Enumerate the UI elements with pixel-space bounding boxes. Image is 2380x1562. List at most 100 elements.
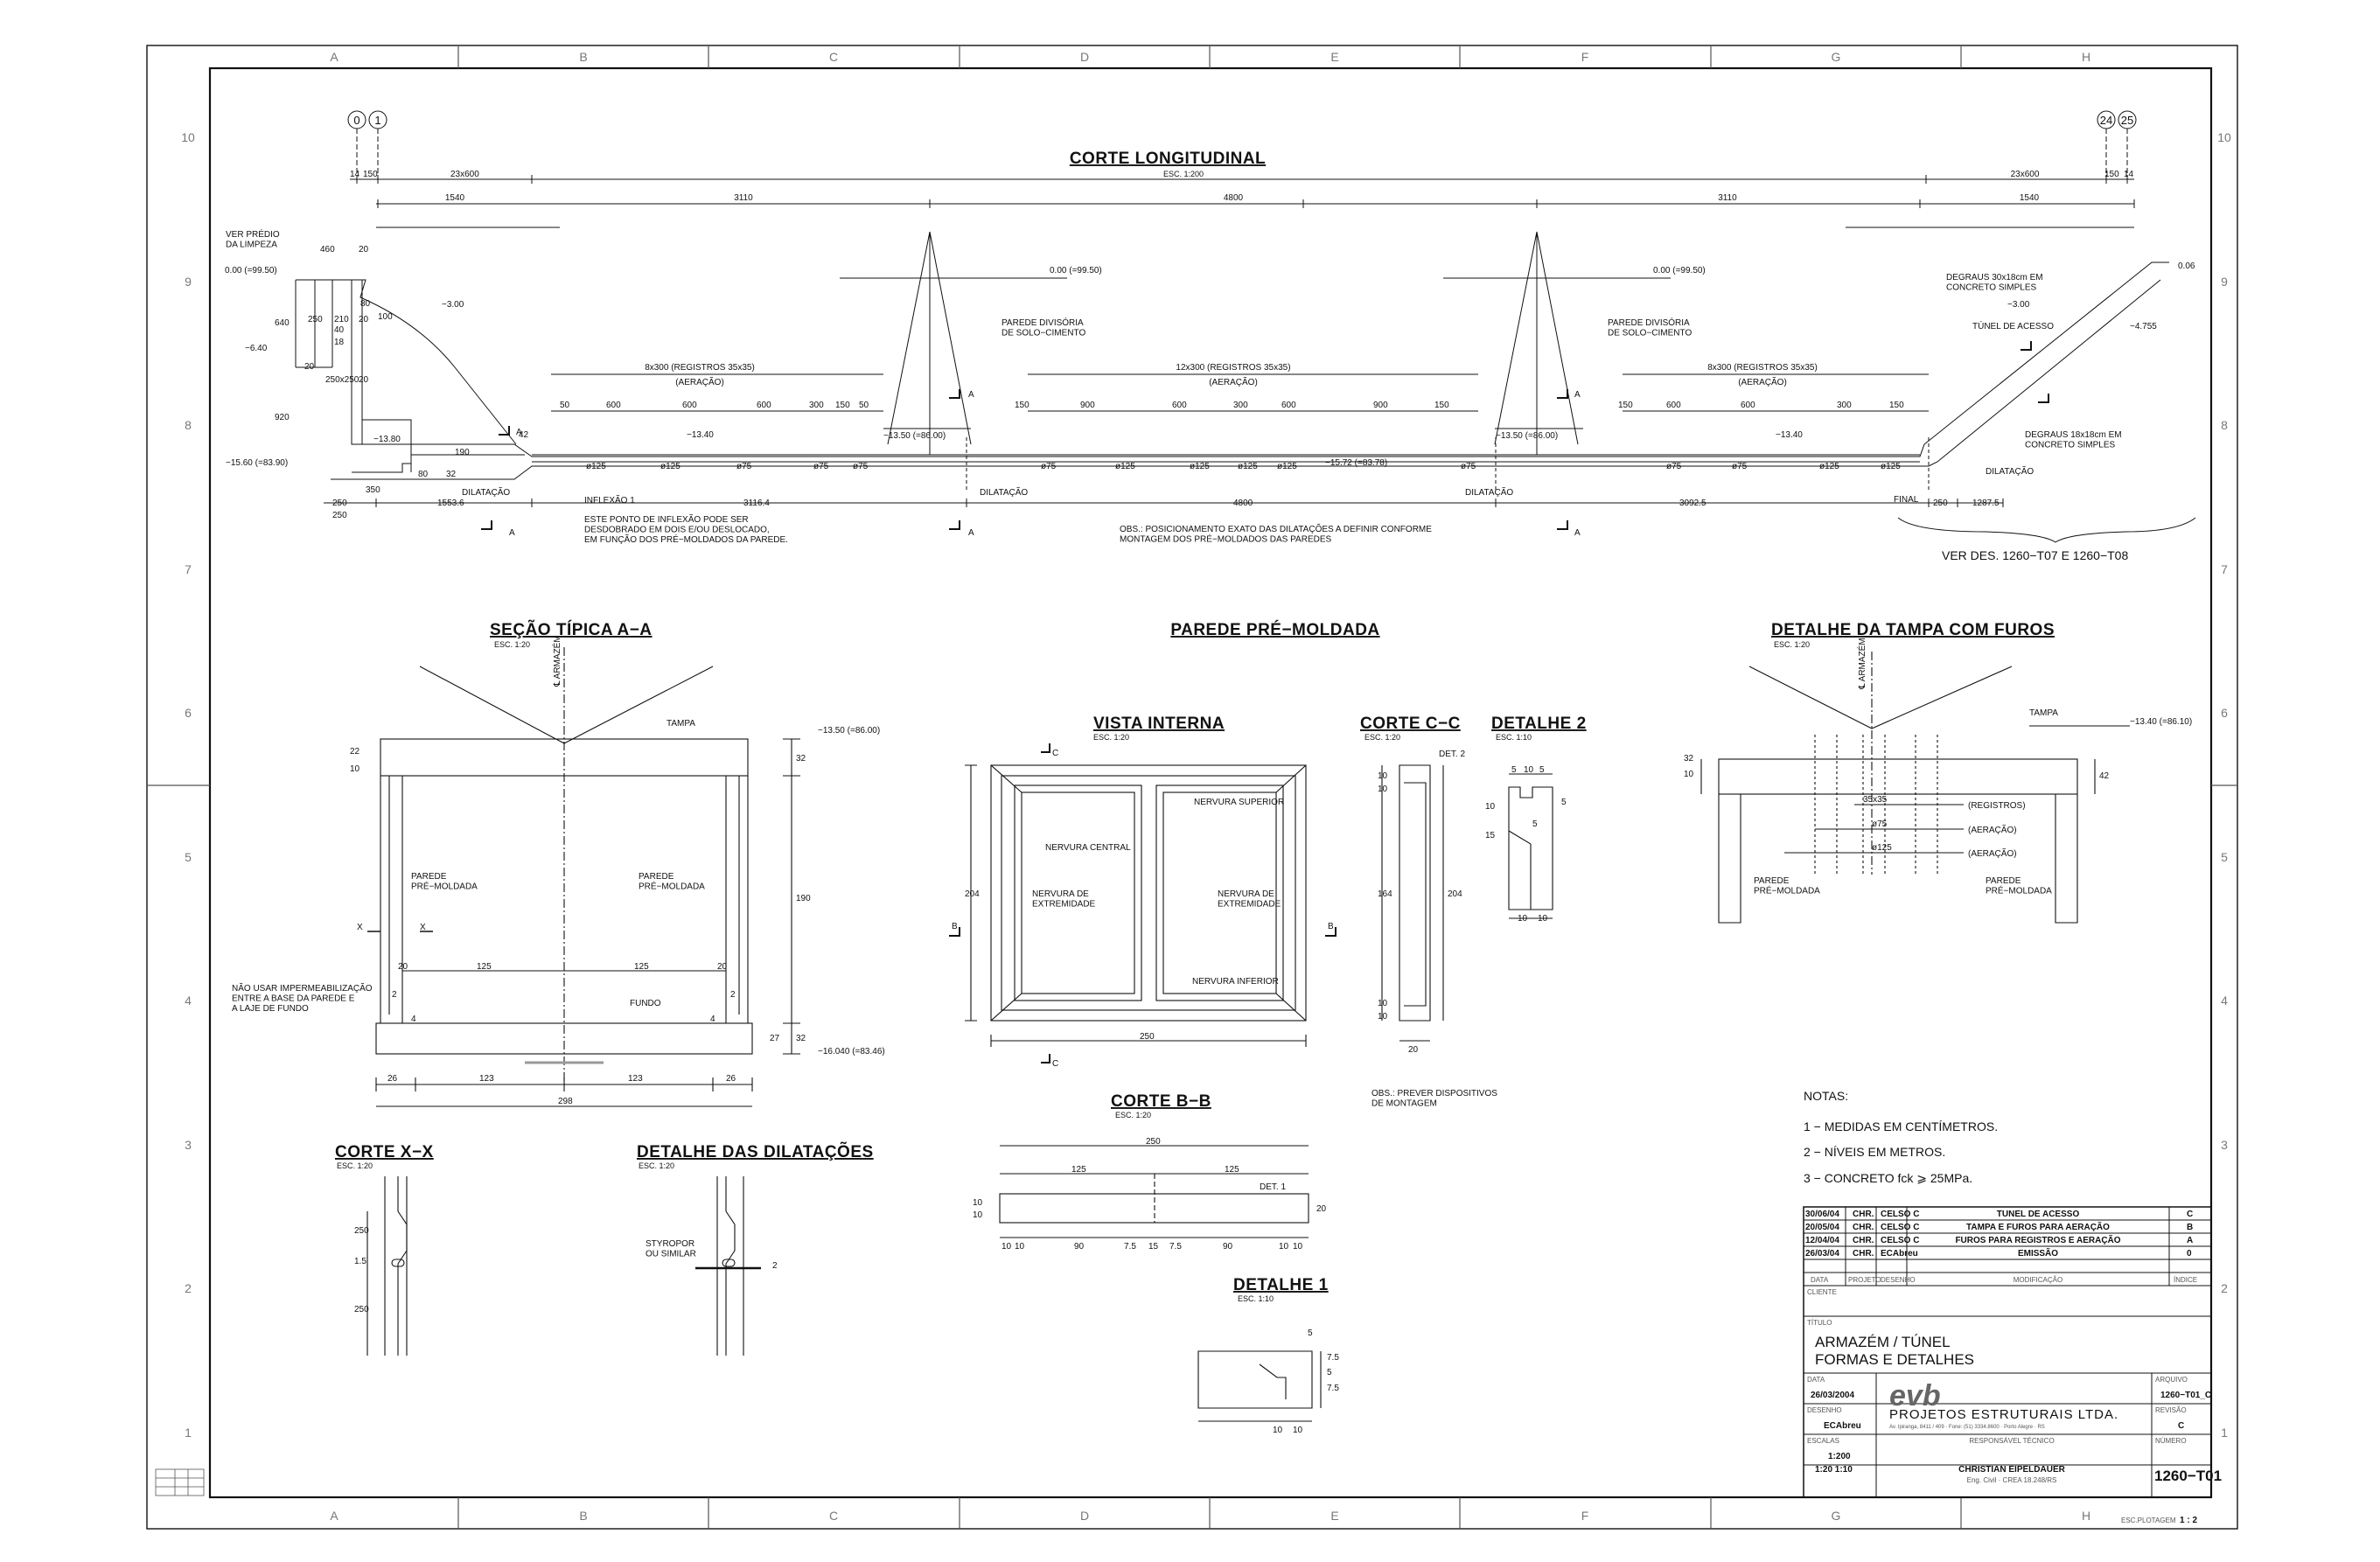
- rev-2-mod: FUROS PARA REGISTROS E AERAÇÃO: [1955, 1234, 2120, 1245]
- level-14: 0.06: [2178, 261, 2195, 271]
- tb-resp-name: CHRISTIAN EIPELDAUER: [1958, 1465, 2065, 1475]
- label-ver-des: VER DES. 1260−T07 E 1260−T08: [1942, 548, 2128, 562]
- spacings-mid: 150 900 600 300 600 900 150: [1015, 401, 1449, 410]
- dim-bot-4800: 4800: [1233, 499, 1253, 508]
- note-1: 1 − MEDIDAS EM CENTÍMETROS.: [1804, 1119, 1998, 1133]
- bb-dim-6: 10: [1002, 1242, 1012, 1252]
- grid-row-3-right: 3: [2221, 1138, 2228, 1152]
- level-0: 0.00 (=99.50): [1050, 266, 1102, 275]
- tb-arquivo-label: ARQUIVO: [2155, 1376, 2188, 1384]
- dim-4800: 4800: [1224, 193, 1244, 203]
- grid-col-h: H: [2082, 50, 2090, 64]
- dim-920: 920: [275, 413, 290, 422]
- rev-1-mod: TAMPA E FUROS PARA AERAÇÃO: [1966, 1221, 2110, 1232]
- bb-dim-11: 7.5: [1169, 1242, 1182, 1252]
- rev-1-date: 20/05/04: [1805, 1223, 1839, 1232]
- label-dilatacao-2: DILATAÇÃO: [980, 486, 1028, 498]
- axis-bubble-1-label: 1: [374, 114, 380, 127]
- tampa-aeracao-2: (AERAÇÃO): [1968, 847, 2017, 859]
- bb-dim-4: 10: [973, 1210, 983, 1220]
- corte-bb-scale: ESC. 1:20: [1115, 1111, 1151, 1119]
- d1-dim-1: 7.5: [1327, 1353, 1339, 1363]
- tb-escalas-label: ESCALAS: [1807, 1437, 1839, 1445]
- secao-dim-15: 123: [479, 1074, 494, 1084]
- sp-m-3: 300: [1233, 401, 1248, 410]
- tb-desenho-label: DESENHO: [1807, 1406, 1842, 1414]
- dim-150-left: 150: [363, 170, 378, 179]
- pipe-5: ø75: [1041, 462, 1057, 471]
- dim-250x250: 250x250: [325, 375, 359, 385]
- secao-dim-10: 4: [710, 1015, 715, 1024]
- sp-l-6: 50: [859, 401, 869, 410]
- grid-row-4: 4: [185, 994, 192, 1008]
- bb-dim-14: 10: [1293, 1242, 1303, 1252]
- tampa-dim-2: 42: [2099, 771, 2110, 781]
- xx-dim-2: 250: [354, 1305, 369, 1314]
- rev-1-des: CELSO C: [1881, 1223, 1919, 1232]
- dim-3110-left: 3110: [734, 193, 753, 203]
- tampa-title: DETALHE DA TAMPA COM FUROS: [1771, 621, 2055, 639]
- corte-xx-title: CORTE X−X: [335, 1143, 434, 1161]
- tb-desenho: ECAbreu: [1824, 1421, 1861, 1431]
- bb-dim-3: 10: [973, 1198, 983, 1208]
- grid-row-7-right: 7: [2221, 562, 2228, 576]
- dim-23x600-right: 23x600: [2011, 170, 2040, 179]
- grid-row-6-right: 6: [2221, 706, 2228, 720]
- vista-dim-w: 250: [1140, 1032, 1155, 1042]
- pipe-6: ø125: [1115, 462, 1135, 471]
- corte-xx-scale: ESC. 1:20: [337, 1161, 373, 1170]
- note-2: 2 − NÍVEIS EM METROS.: [1804, 1145, 1945, 1159]
- dilatacoes-scale: ESC. 1:20: [639, 1161, 674, 1170]
- title-block: 30/06/04 CHR. CELSO C TUNEL DE ACESSO C …: [1803, 1206, 2222, 1498]
- grid-col-a-bottom: A: [330, 1509, 339, 1523]
- grid-col-e-bottom: E: [1330, 1509, 1338, 1523]
- secao-dim-1: 22: [350, 747, 360, 757]
- bb-dim-10: 15: [1148, 1242, 1159, 1252]
- level-9: −15.72 (=83.78): [1325, 458, 1387, 468]
- grid-labels: A B C D E F G H A B C D E F G H 10 9 8 7…: [181, 50, 2231, 1523]
- secao-title: SEÇÃO TÍPICA A−A: [490, 620, 653, 639]
- secao-dim-13: 32: [796, 1034, 806, 1043]
- grid-row-10: 10: [181, 130, 195, 144]
- company-address: Av. Ipiranga, 8411 / 409 · Fone: (51) 33…: [1889, 1425, 2045, 1430]
- tampa-registros-label: (REGISTROS): [1968, 801, 2026, 811]
- stamp: [155, 1468, 205, 1496]
- grid-row-7: 7: [185, 562, 192, 576]
- cc-dim-2: 164: [1378, 889, 1392, 899]
- pipe-14: ø125: [1881, 462, 1901, 471]
- plot-scale-label: ESC.PLOTAGEM: [2121, 1517, 2176, 1524]
- grid-row-8-right: 8: [2221, 418, 2228, 432]
- company-logo: evb: [1889, 1379, 1941, 1412]
- sp-l-4: 300: [809, 401, 824, 410]
- bb-dim-1: 125: [1071, 1165, 1086, 1175]
- notes: NOTAS: 1 − MEDIDAS EM CENTÍMETROS. 2 − N…: [1804, 1089, 1998, 1185]
- rev-2-idx: A: [2187, 1236, 2193, 1245]
- dilatacoes-title: DETALHE DAS DILATAÇÕES: [637, 1142, 874, 1161]
- pipe-7: ø125: [1190, 462, 1210, 471]
- rev-header-mod: MODIFICAÇÃO: [2014, 1276, 2062, 1284]
- dim-250: 250: [308, 315, 323, 324]
- cc-dim-5: 204: [1448, 889, 1462, 899]
- dim-3110-right: 3110: [1718, 193, 1737, 203]
- label-final: FINAL: [1894, 495, 1919, 505]
- grid-row-9: 9: [185, 275, 192, 289]
- d2-dim-2: 5: [1539, 765, 1545, 775]
- d2-dim-6: 5: [1532, 819, 1538, 829]
- dim-bot-1287: 1287.5: [1972, 499, 2000, 508]
- vista-dim-h: 204: [965, 889, 980, 899]
- d2-dim-4: 10: [1485, 802, 1496, 812]
- label-obs: OBS.: POSICIONAMENTO EXATO DAS DILATAÇÕE…: [1120, 523, 1432, 545]
- dim-bot-1553: 1553.6: [437, 499, 464, 508]
- secao-cut-x-1: X: [357, 923, 363, 932]
- sp-m-4: 600: [1281, 401, 1296, 410]
- secao-dim-5: 125: [477, 962, 492, 972]
